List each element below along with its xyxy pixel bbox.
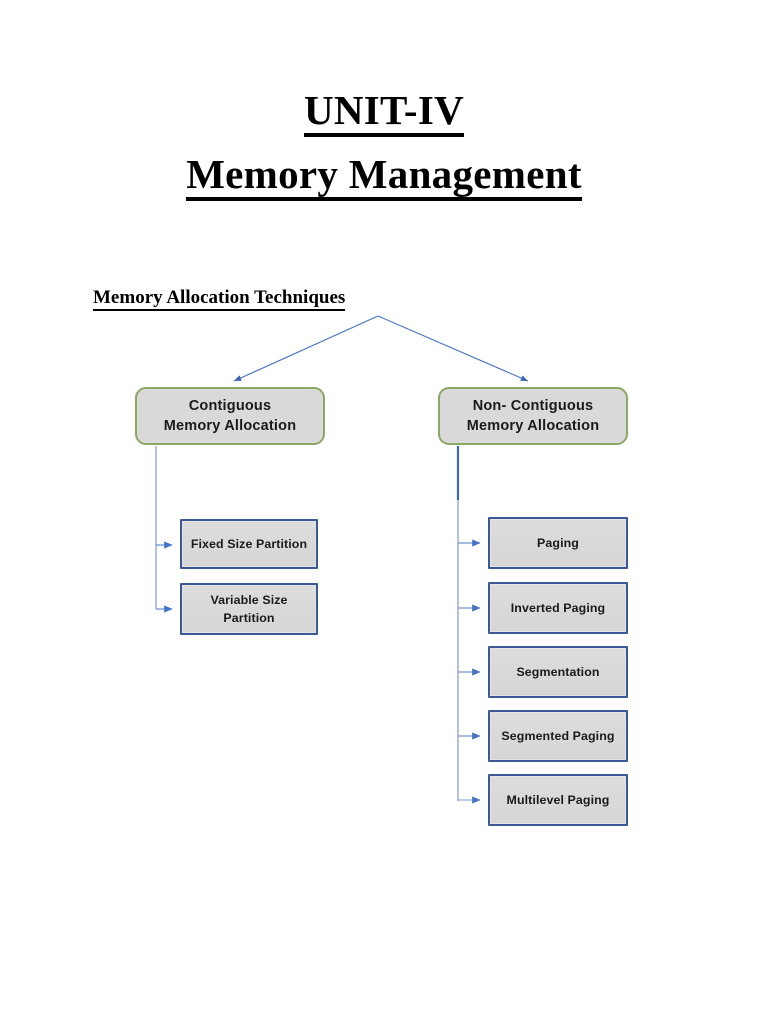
root-connector-left <box>233 315 379 382</box>
page-title-line-1: UNIT-IV <box>0 88 768 137</box>
node-non-contiguous-line-1: Non- Contiguous <box>472 398 594 414</box>
node-fixed-size-partition[interactable]: Fixed Size Partition <box>180 519 318 569</box>
node-variable-size-partition[interactable]: Variable Size Partition <box>180 583 318 635</box>
node-contiguous-line-2: Memory Allocation <box>163 418 297 434</box>
section-heading-text: Memory Allocation Techniques <box>93 287 346 311</box>
node-non-contiguous-memory-allocation[interactable]: Non- Contiguous Memory Allocation <box>438 387 628 445</box>
node-contiguous-memory-allocation[interactable]: Contiguous Memory Allocation <box>135 387 325 445</box>
node-paging[interactable]: Paging <box>488 517 628 569</box>
section-heading: Memory Allocation Techniques <box>93 287 346 311</box>
node-variable-size-partition-line-1: Variable Size <box>210 593 288 607</box>
node-segmented-paging[interactable]: Segmented Paging <box>488 710 628 762</box>
node-segmented-paging-label: Segmented Paging <box>501 729 615 743</box>
node-multilevel-paging-label: Multilevel Paging <box>506 793 610 807</box>
node-multilevel-paging[interactable]: Multilevel Paging <box>488 774 628 826</box>
page-title-line-1-text: UNIT-IV <box>303 88 465 137</box>
non-contiguous-branch-connectors <box>456 446 481 804</box>
node-inverted-paging-label: Inverted Paging <box>510 601 606 615</box>
node-contiguous-line-1: Contiguous <box>188 398 272 414</box>
node-inverted-paging[interactable]: Inverted Paging <box>488 582 628 634</box>
node-segmentation-label: Segmentation <box>516 665 600 679</box>
node-paging-label: Paging <box>537 536 579 550</box>
contiguous-branch-connectors <box>155 446 173 613</box>
node-non-contiguous-line-2: Memory Allocation <box>466 418 600 434</box>
page-title-line-2-text: Memory Management <box>186 152 582 201</box>
node-fixed-size-partition-label: Fixed Size Partition <box>190 537 308 551</box>
node-variable-size-partition-line-2: Partition <box>223 611 275 625</box>
page-title-line-2: Memory Management <box>0 152 768 201</box>
node-segmentation[interactable]: Segmentation <box>488 646 628 698</box>
root-connector-right <box>377 315 529 382</box>
